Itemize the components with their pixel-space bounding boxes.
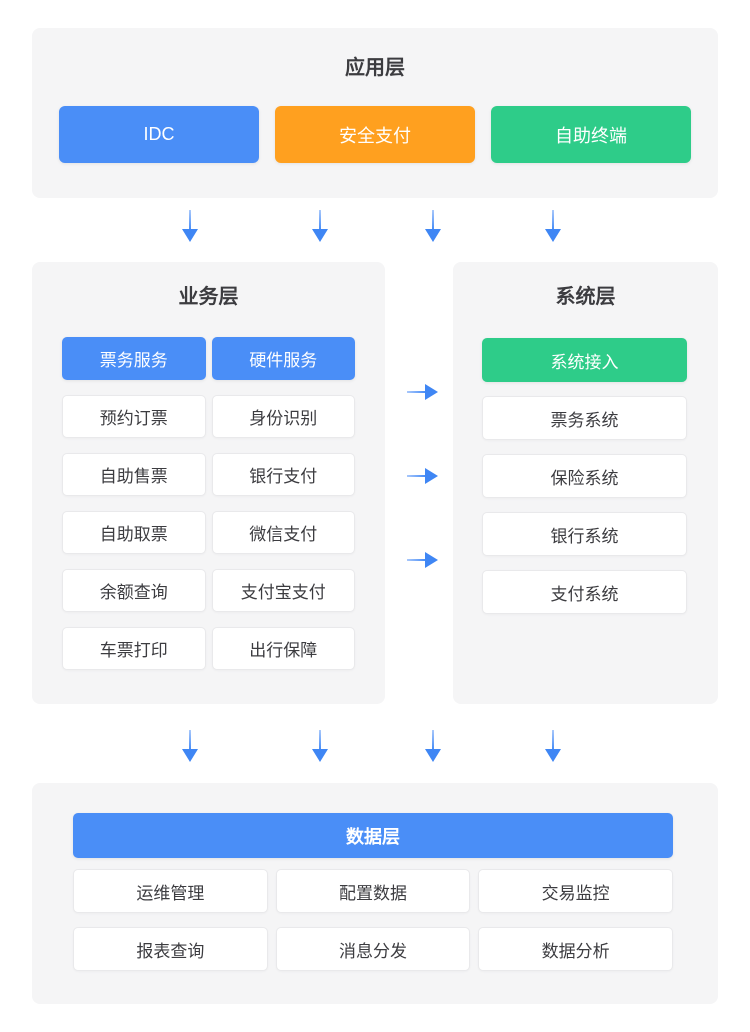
node-data-analysis: 数据分析 (478, 927, 673, 971)
node-ticket-system: 票务系统 (482, 396, 687, 440)
node-bank-payment: 银行支付 (211, 453, 355, 496)
down-arrow-icon (425, 730, 441, 762)
down-arrow-icon (312, 210, 328, 242)
node-message-dispatch: 消息分发 (275, 927, 471, 971)
node-system-access: 系统接入 (482, 338, 687, 382)
down-arrow-icon (182, 210, 198, 242)
business-layer-title: 业务层 (178, 286, 239, 308)
node-hardware-service: 硬件服务 (211, 337, 355, 380)
node-wechat-payment: 微信支付 (211, 511, 355, 554)
down-arrow-icon (182, 730, 198, 762)
data-layer-grid: 运维管理 配置数据 交易监控 报表查询 消息分发 数据分析 (73, 869, 673, 971)
application-layer-panel: 应用层 IDC 安全支付 自助终端 (32, 28, 718, 198)
node-ticket-service: 票务服务 (62, 337, 206, 380)
down-arrow-icon (545, 730, 561, 762)
data-layer-banner: 数据层 (73, 813, 673, 858)
business-layer-panel: 业务层 票务服务 硬件服务 预约订票 身份识别 自助售票 银行支付 自助取票 微… (32, 262, 385, 704)
node-idc: IDC (59, 106, 259, 163)
node-config-data: 配置数据 (275, 869, 471, 913)
node-bank-system: 银行系统 (482, 512, 687, 556)
system-layer-grid: 系统接入 票务系统 保险系统 银行系统 支付系统 (482, 338, 687, 614)
right-arrow-icon (407, 384, 438, 400)
node-self-ticket-sale: 自助售票 (62, 453, 206, 496)
node-ticket-printing: 车票打印 (62, 627, 206, 670)
system-layer-panel: 系统层 系统接入 票务系统 保险系统 银行系统 支付系统 (453, 262, 718, 704)
node-alipay-payment: 支付宝支付 (211, 569, 355, 612)
node-reservation-booking: 预约订票 (62, 395, 206, 438)
application-layer-title: 应用层 (345, 57, 405, 79)
node-self-service-terminal: 自助终端 (491, 106, 691, 163)
down-arrow-icon (545, 210, 561, 242)
node-secure-payment: 安全支付 (275, 106, 475, 163)
application-layer-nodes: IDC 安全支付 自助终端 (59, 106, 691, 163)
node-identity-recognition: 身份识别 (211, 395, 355, 438)
right-arrow-icon (407, 468, 438, 484)
data-layer-panel: 数据层 运维管理 配置数据 交易监控 报表查询 消息分发 数据分析 (32, 783, 718, 1004)
node-travel-guarantee: 出行保障 (211, 627, 355, 670)
down-arrow-icon (312, 730, 328, 762)
node-transaction-monitoring: 交易监控 (478, 869, 673, 913)
node-ops-management: 运维管理 (73, 869, 268, 913)
node-report-query: 报表查询 (73, 927, 268, 971)
business-layer-grid: 票务服务 硬件服务 预约订票 身份识别 自助售票 银行支付 自助取票 微信支付 … (62, 337, 355, 670)
down-arrow-icon (425, 210, 441, 242)
node-self-ticket-pickup: 自助取票 (62, 511, 206, 554)
node-payment-system: 支付系统 (482, 570, 687, 614)
node-insurance-system: 保险系统 (482, 454, 687, 498)
system-layer-title: 系统层 (555, 286, 616, 308)
right-arrow-icon (407, 552, 438, 568)
node-balance-inquiry: 余额查询 (62, 569, 206, 612)
